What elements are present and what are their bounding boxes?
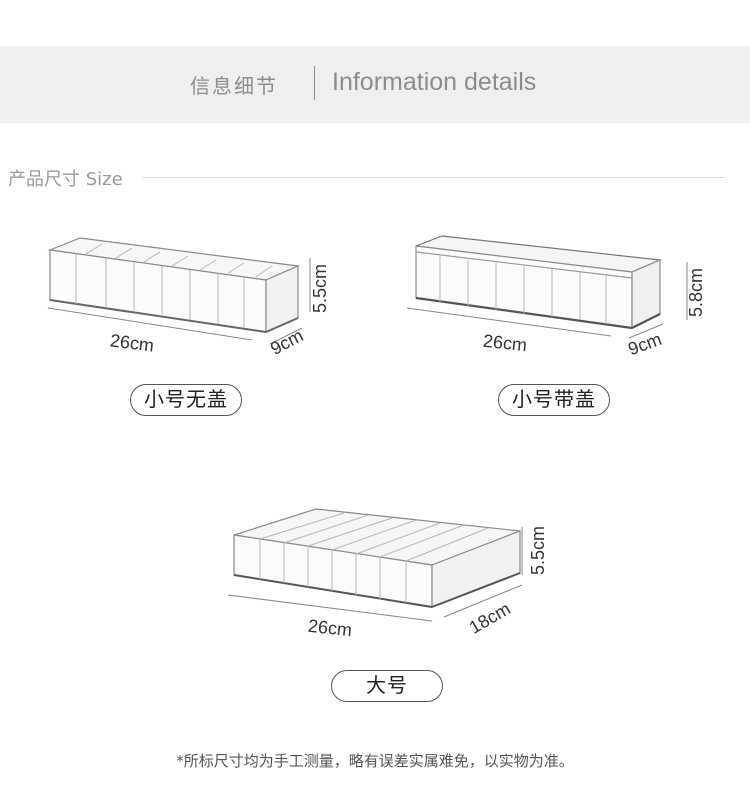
dim-height-small-no-lid: 5.5cm [310, 263, 331, 314]
header-divider [314, 66, 315, 100]
header-title-cn: 信息细节 [190, 74, 278, 98]
header-band [0, 46, 750, 123]
label-small-with-lid: 小号带盖 [498, 384, 610, 416]
header-title-en: Information details [332, 68, 537, 96]
dim-length-small-no-lid: 26cm [109, 330, 156, 356]
dim-length-large: 26cm [307, 615, 353, 641]
product-image-small-no-lid [47, 237, 301, 333]
dimension-lines-small-no-lid [47, 258, 311, 345]
section-divider [142, 177, 725, 178]
footnote: *所标尺寸均为手工测量，略有误差实属难免，以实物为准。 [176, 752, 574, 770]
dimension-lines-large [227, 527, 523, 622]
product-image-small-with-lid [415, 235, 663, 330]
section-title: 产品尺寸 Size [8, 169, 123, 190]
dim-height-large: 5.5cm [528, 525, 549, 576]
label-small-no-lid: 小号无盖 [130, 384, 242, 416]
dim-length-small-with-lid: 26cm [482, 330, 528, 356]
label-large: 大号 [331, 670, 443, 702]
dimension-lines-small-with-lid [406, 262, 688, 339]
dim-height-small-with-lid: 5.8cm [686, 267, 707, 318]
product-image-large [233, 508, 521, 608]
